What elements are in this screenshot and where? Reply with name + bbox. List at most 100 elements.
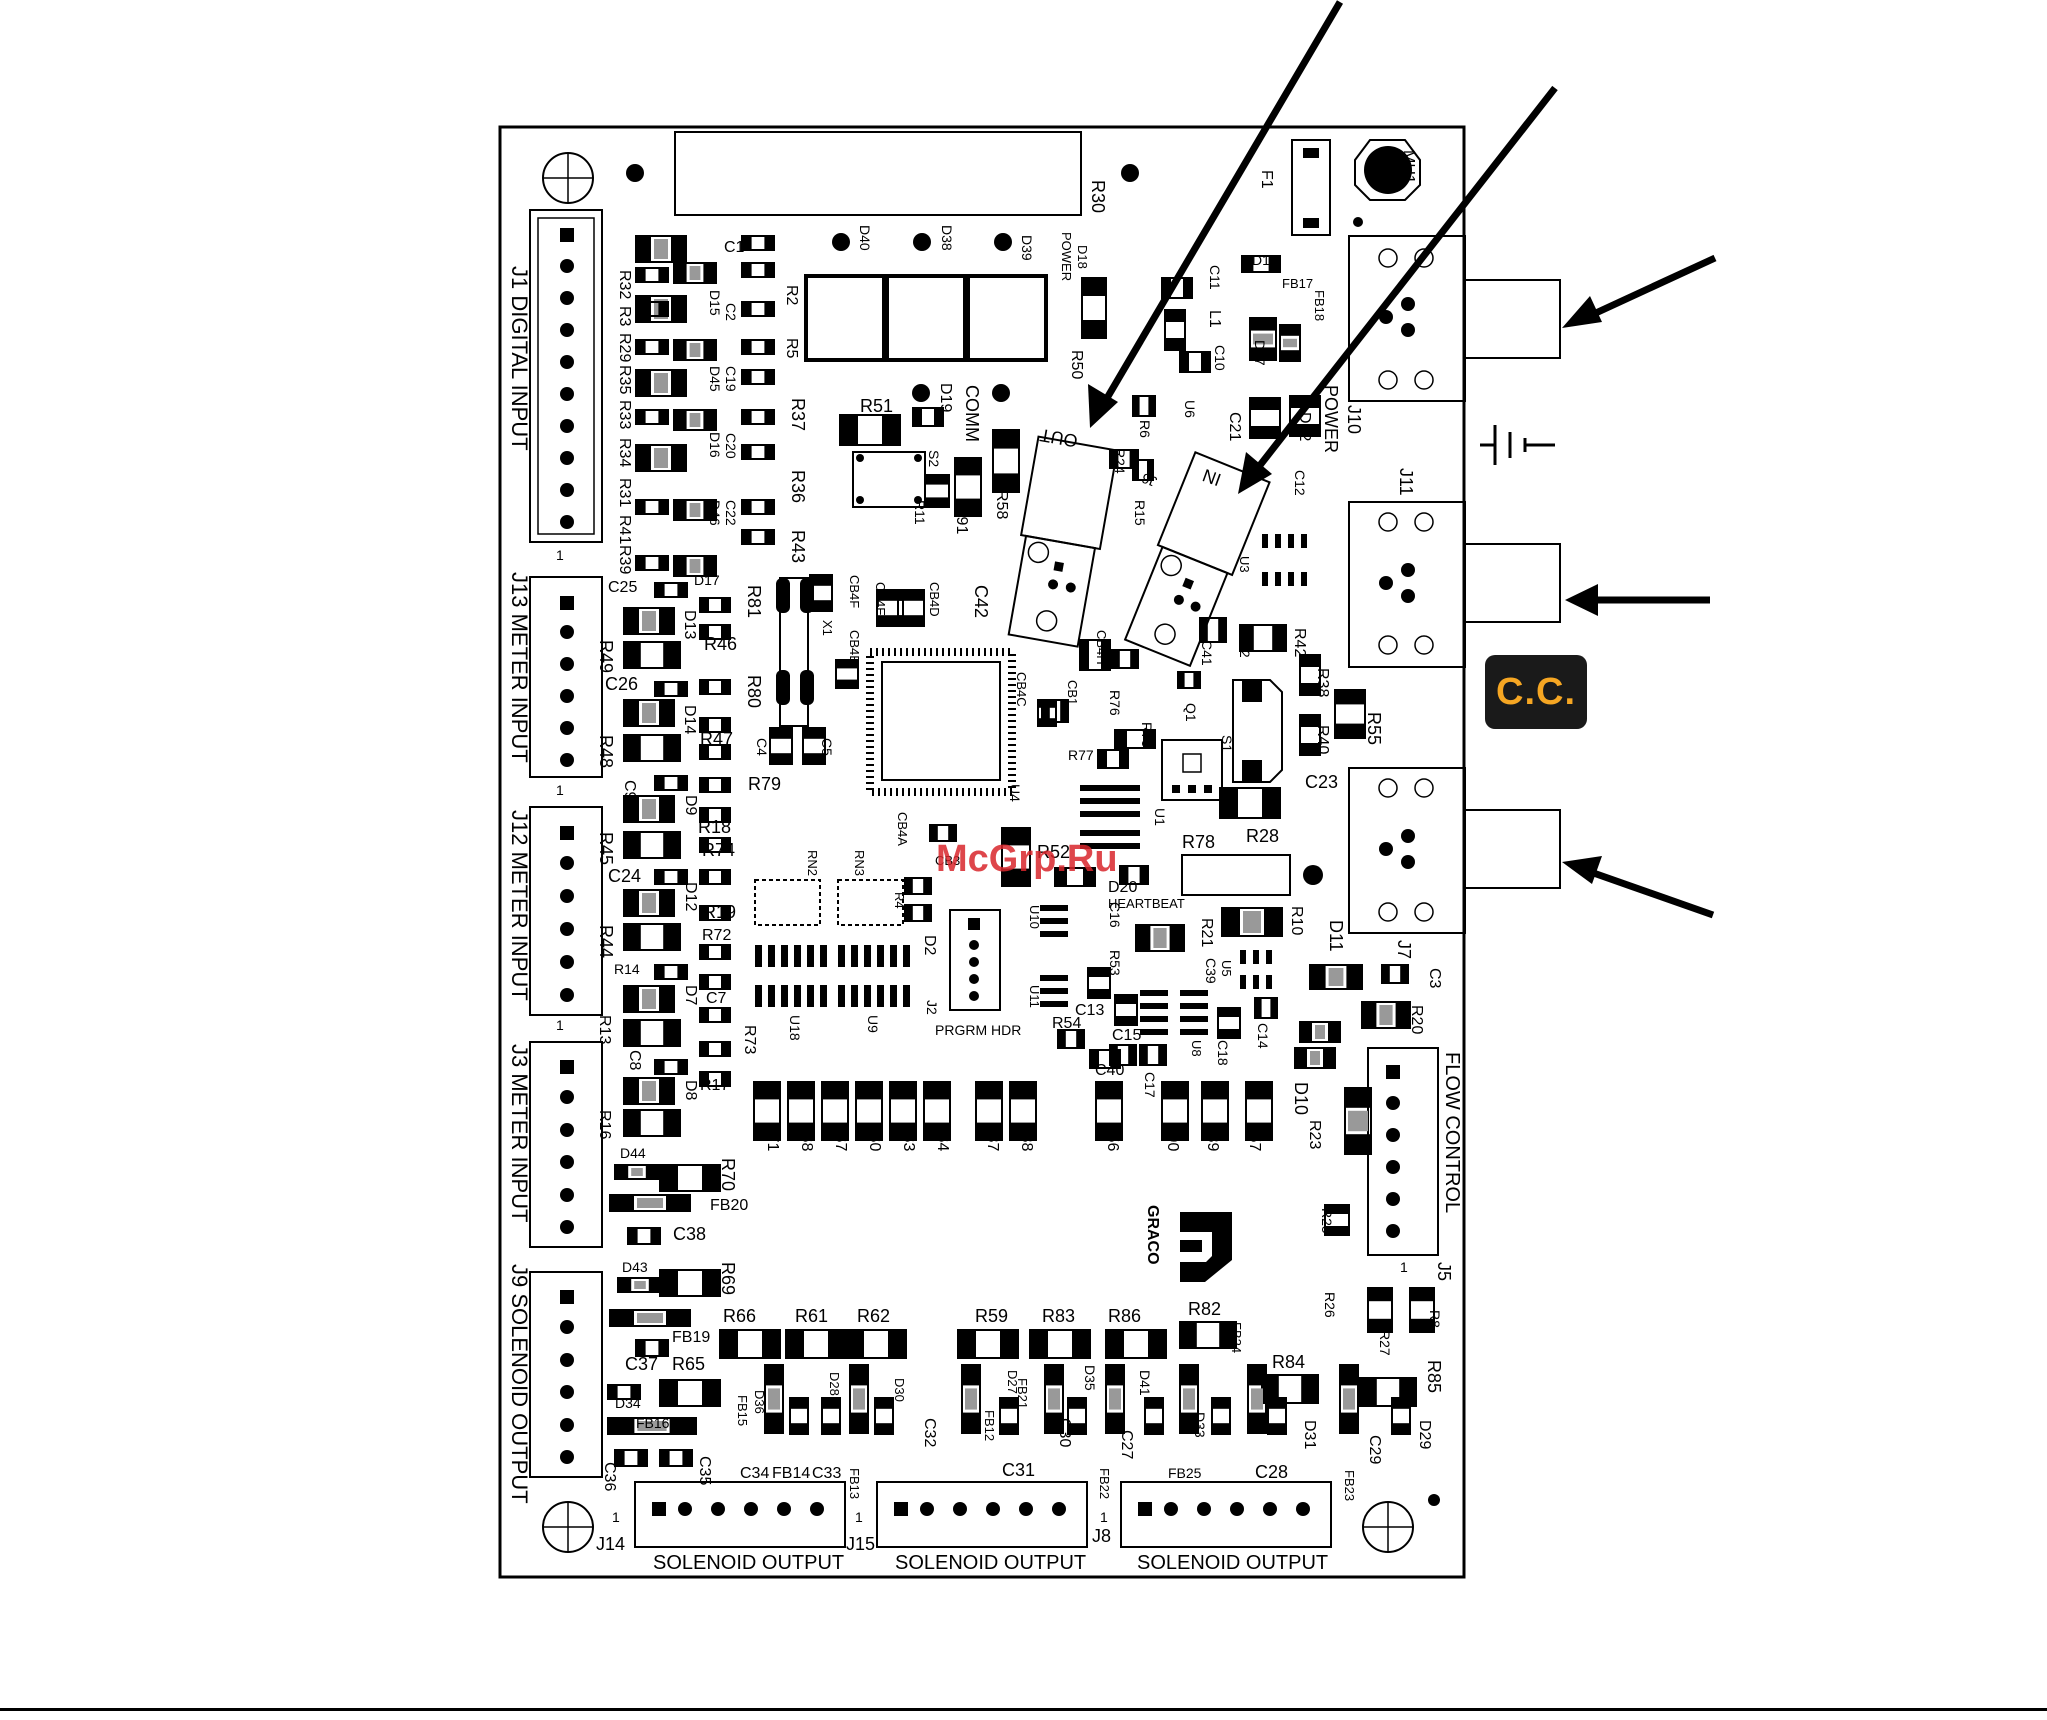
connector-j9 <box>529 1271 603 1478</box>
ic-u3 <box>1262 534 1307 586</box>
fuse-f1 <box>1291 139 1331 236</box>
label-c19: C19 <box>723 366 739 392</box>
label-r82: R82 <box>1188 1299 1221 1319</box>
label-c41: C41 <box>1199 640 1215 666</box>
label-c20: C20 <box>723 433 739 459</box>
label-r91: R91 <box>953 505 970 534</box>
connector-j1 <box>529 209 603 543</box>
smd-part <box>635 267 669 283</box>
label-c14: C14 <box>1255 1023 1271 1049</box>
smd-part <box>845 1329 907 1359</box>
label-r23: R23 <box>1306 1120 1323 1149</box>
label-r4: R4 <box>892 892 907 909</box>
label-r62: R62 <box>857 1306 890 1326</box>
label-j5: J5 <box>1434 1262 1454 1281</box>
smd-part <box>1201 1081 1229 1141</box>
smd-components <box>607 235 1435 1467</box>
connector-j8 <box>1120 1481 1332 1548</box>
fiducial-dot <box>1428 1494 1440 1506</box>
smd-part <box>999 1397 1019 1435</box>
smd-part <box>1219 787 1281 819</box>
resistor-r78 <box>1181 854 1291 896</box>
pin-one-marker: 1 <box>1400 1259 1408 1275</box>
label-r85: R85 <box>1424 1360 1444 1393</box>
smd-part <box>659 1164 721 1192</box>
smd-part <box>874 1397 894 1435</box>
label-j9-solenoid-output: J9 SOLENOID OUTPUT <box>507 1264 532 1504</box>
smd-part <box>912 407 944 427</box>
label-r80: R80 <box>744 675 764 708</box>
smd-part <box>659 1449 693 1467</box>
label-c27: C27 <box>1118 1430 1135 1459</box>
smd-part <box>635 1339 669 1357</box>
smd-part <box>1119 865 1149 885</box>
label-rn2: RN2 <box>805 850 820 876</box>
smd-part <box>673 555 717 577</box>
smd-part <box>835 659 859 689</box>
crystal-x1 <box>776 577 814 727</box>
label-r75: R75 <box>1139 722 1155 748</box>
label-c10: C10 <box>1212 345 1228 371</box>
label-solenoid-output-j15: SOLENOID OUTPUT <box>895 1552 1086 1574</box>
label-j7: J7 <box>1394 940 1414 959</box>
label-d19: D19 <box>937 383 954 412</box>
label-r81: R81 <box>744 585 764 618</box>
mounting-hole-top-left <box>542 152 594 204</box>
watermark: McGrp.Ru <box>936 838 1118 880</box>
led <box>832 233 850 251</box>
smd-part <box>627 1227 661 1245</box>
label-c4: C4 <box>754 738 770 756</box>
smd-part <box>1105 1364 1125 1434</box>
label-j8: J8 <box>1092 1526 1111 1546</box>
smd-part <box>787 1081 815 1141</box>
ic-u9 <box>838 945 910 1007</box>
smd-part <box>654 964 688 980</box>
led <box>992 384 1010 402</box>
smd-part <box>1361 1001 1411 1029</box>
label-r3: R3 <box>616 306 633 327</box>
label-l1: L1 <box>1206 310 1223 328</box>
smd-part <box>741 499 775 515</box>
label-c35: C35 <box>696 1456 713 1485</box>
label-d46: D46 <box>707 500 723 526</box>
label-j15: J15 <box>846 1534 875 1554</box>
smd-part <box>741 235 775 251</box>
label-r73: R73 <box>741 1025 758 1054</box>
label-d31: D31 <box>1301 1420 1318 1449</box>
smd-part <box>607 1384 641 1400</box>
label-cb4c: CB4C <box>1014 672 1029 707</box>
label-r48: R48 <box>596 735 616 768</box>
switch-s1 <box>1232 679 1283 783</box>
label-j11: J11 <box>1396 468 1416 496</box>
smd-part <box>699 1041 731 1057</box>
label-r47: R47 <box>700 729 733 749</box>
label-u18: U18 <box>787 1015 803 1041</box>
smd-part <box>1057 1029 1085 1049</box>
label-u3: U3 <box>1237 556 1252 573</box>
label-c18: C18 <box>1215 1040 1231 1066</box>
label-c25: C25 <box>608 579 637 596</box>
callout-arrow-in-fiber <box>1238 85 1558 494</box>
smd-part <box>623 923 681 951</box>
pin-one-marker: 1 <box>1100 1509 1108 1525</box>
smd-part <box>623 1109 681 1137</box>
smd-part <box>673 262 717 284</box>
smd-part <box>1179 351 1211 373</box>
label-fb19: FB19 <box>672 1329 710 1346</box>
label-c42: C42 <box>971 585 991 618</box>
smd-part <box>635 409 669 425</box>
smd-part <box>699 1071 731 1087</box>
ic-u10 <box>1040 905 1068 937</box>
fiducial-dot <box>626 164 644 182</box>
pin-one-marker: 1 <box>855 1509 863 1525</box>
smd-part <box>1391 1397 1411 1435</box>
ic-u11 <box>1040 975 1068 1007</box>
callout-arrow-j7 <box>1562 856 1715 919</box>
label-r28: R28 <box>1246 826 1279 846</box>
label-r45: R45 <box>596 832 616 865</box>
label-d34: D34 <box>615 1395 641 1411</box>
smd-part <box>1241 255 1281 273</box>
switch-s2 <box>852 451 926 508</box>
smd-part <box>789 1397 809 1435</box>
